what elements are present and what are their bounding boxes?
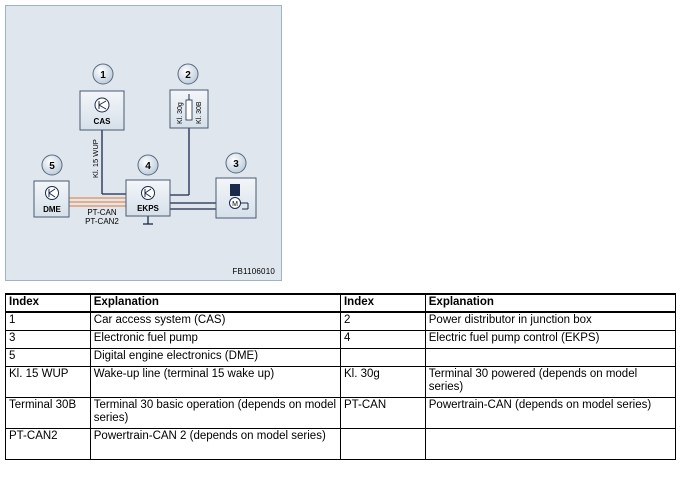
badge-3: 3 bbox=[225, 152, 247, 174]
badge-1-number: 1 bbox=[100, 70, 106, 81]
table-cell bbox=[424, 348, 677, 367]
ekps-box: EKPS bbox=[125, 179, 171, 217]
table-header-row: Index Explanation Index Explanation bbox=[5, 293, 677, 313]
table-cell: Terminal 30 basic operation (depends on … bbox=[89, 397, 341, 429]
dme-label: DME bbox=[43, 205, 61, 214]
table-row: 5 Digital engine electronics (DME) bbox=[5, 348, 677, 367]
cas-label: CAS bbox=[94, 117, 112, 126]
kl30b-label: Kl. 30B bbox=[196, 101, 203, 124]
header-index-1: Index bbox=[5, 293, 91, 313]
pump-body bbox=[230, 184, 240, 196]
table-cell: Wake-up line (terminal 15 wake up) bbox=[89, 366, 341, 398]
table-row: Kl. 15 WUP Wake-up line (terminal 15 wak… bbox=[5, 366, 677, 398]
table-cell: Kl. 15 WUP bbox=[5, 366, 91, 398]
legend-table: Index Explanation Index Explanation 1 Ca… bbox=[5, 293, 677, 460]
header-explanation-1: Explanation bbox=[89, 293, 341, 313]
table-cell bbox=[424, 428, 677, 460]
table-cell: 3 bbox=[5, 330, 91, 349]
table-cell: Powertrain-CAN 2 (depends on model serie… bbox=[89, 428, 341, 460]
table-cell: Car access system (CAS) bbox=[89, 311, 341, 331]
badge-3-number: 3 bbox=[233, 159, 239, 170]
table-row: 3 Electronic fuel pump 4 Electric fuel p… bbox=[5, 330, 677, 349]
table-cell: Terminal 30B bbox=[5, 397, 91, 429]
table-cell: Kl. 30g bbox=[339, 366, 426, 398]
ptcan-label: PT-CAN bbox=[87, 208, 117, 217]
power-distributor-box: Kl. 30g Kl. 30B bbox=[169, 89, 209, 129]
wiring-diagram: CAS Kl. 30g Kl. 30B DME EKPS bbox=[5, 5, 282, 281]
table-cell: Terminal 30 powered (depends on model se… bbox=[424, 366, 677, 398]
table-cell: PT-CAN bbox=[339, 397, 426, 429]
badge-5-number: 5 bbox=[49, 161, 55, 172]
table-cell: Powertrain-CAN (depends on model series) bbox=[424, 397, 677, 429]
table-cell: Digital engine electronics (DME) bbox=[89, 348, 341, 367]
table-cell: Electronic fuel pump bbox=[89, 330, 341, 349]
table-cell: 4 bbox=[339, 330, 426, 349]
table-row: Terminal 30B Terminal 30 basic operation… bbox=[5, 397, 677, 429]
header-explanation-2: Explanation bbox=[424, 293, 677, 313]
figure-id: FB1106010 bbox=[232, 267, 275, 276]
ptcan2-label: PT-CAN2 bbox=[85, 217, 119, 226]
wires bbox=[101, 124, 242, 225]
header-index-2: Index bbox=[339, 293, 426, 313]
can-bus bbox=[68, 197, 126, 207]
badge-2-number: 2 bbox=[185, 70, 191, 81]
table-row: PT-CAN2 Powertrain-CAN 2 (depends on mod… bbox=[5, 428, 677, 460]
table-cell: PT-CAN2 bbox=[5, 428, 91, 460]
table-cell: Power distributor in junction box bbox=[424, 311, 677, 331]
table-cell: 1 bbox=[5, 311, 91, 331]
kl30g-label: Kl. 30g bbox=[177, 102, 184, 124]
dme-box: DME bbox=[33, 180, 70, 218]
badge-1: 1 bbox=[92, 63, 114, 85]
table-cell: Electric fuel pump control (EKPS) bbox=[424, 330, 677, 349]
fuel-pump-box: M bbox=[215, 177, 257, 219]
motor-label: M bbox=[232, 201, 238, 208]
table-cell bbox=[339, 348, 426, 367]
fuse-symbol bbox=[185, 99, 193, 121]
table-cell: 2 bbox=[339, 311, 426, 331]
table-row: 1 Car access system (CAS) 2 Power distri… bbox=[5, 311, 677, 331]
cas-box: CAS bbox=[79, 90, 125, 131]
ekps-label: EKPS bbox=[137, 204, 159, 213]
table-cell bbox=[339, 428, 426, 460]
kl15wup-label: Kl. 15 WUP bbox=[91, 139, 100, 178]
badge-4-number: 4 bbox=[145, 161, 151, 172]
badge-4: 4 bbox=[137, 154, 159, 176]
table-cell: 5 bbox=[5, 348, 91, 367]
badge-2: 2 bbox=[177, 63, 199, 85]
badge-5: 5 bbox=[41, 154, 63, 176]
diagram-canvas: CAS Kl. 30g Kl. 30B DME EKPS bbox=[33, 63, 257, 226]
